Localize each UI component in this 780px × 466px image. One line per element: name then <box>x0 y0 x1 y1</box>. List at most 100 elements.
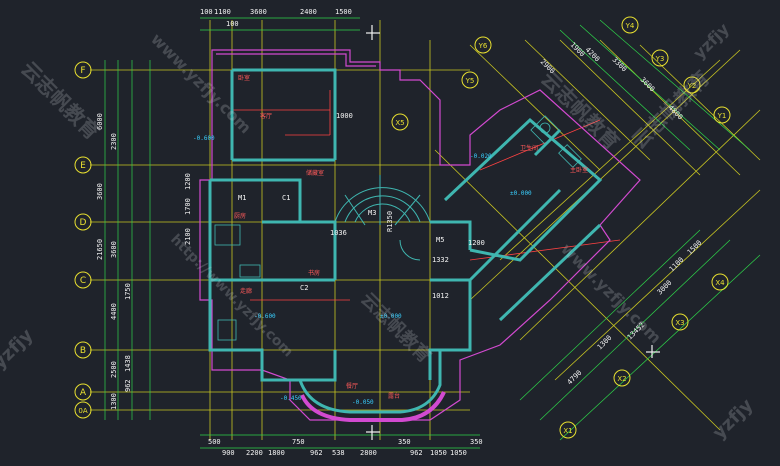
svg-text:www.yzfjy.com: www.yzfjy.com <box>147 29 255 137</box>
svg-text:1100: 1100 <box>214 8 231 16</box>
svg-text:750: 750 <box>292 438 305 446</box>
svg-text:云志帆教育: 云志帆教育 <box>356 288 435 367</box>
svg-text:900: 900 <box>222 449 235 457</box>
svg-text:1000: 1000 <box>336 112 353 120</box>
svg-text:962: 962 <box>410 449 423 457</box>
svg-text:100: 100 <box>226 20 239 28</box>
svg-text:Y6: Y6 <box>478 42 488 50</box>
svg-text:1012: 1012 <box>432 292 449 300</box>
svg-text:3600: 3600 <box>110 241 118 258</box>
axis-bubble-X2: X2 <box>613 369 631 387</box>
svg-text:-0.050: -0.050 <box>352 399 374 406</box>
svg-text:2800: 2800 <box>360 449 377 457</box>
svg-text:1900: 1900 <box>569 41 587 59</box>
svg-text:yzfjy: yzfjy <box>0 325 38 374</box>
building-outline <box>199 49 641 421</box>
svg-text:Y1: Y1 <box>717 112 727 120</box>
svg-text:R1350: R1350 <box>386 211 394 232</box>
spiral-stair <box>334 175 431 261</box>
svg-text:±0.000: ±0.000 <box>380 313 402 320</box>
svg-text:21650: 21650 <box>96 239 104 260</box>
axis-bubble-A: A <box>74 383 92 401</box>
svg-text:卧室: 卧室 <box>238 74 250 82</box>
svg-text:1500: 1500 <box>686 239 704 257</box>
svg-text:1800: 1800 <box>268 449 285 457</box>
axis-bubble-F: F <box>74 61 92 79</box>
svg-text:6000: 6000 <box>96 113 104 130</box>
svg-text:-0.020: -0.020 <box>470 153 492 160</box>
svg-text:X2: X2 <box>617 375 626 383</box>
fixtures <box>214 115 582 341</box>
bay-window <box>300 391 446 422</box>
svg-text:1500: 1500 <box>335 8 352 16</box>
svg-text:露台: 露台 <box>388 392 400 400</box>
svg-text:1300: 1300 <box>110 393 118 410</box>
svg-text:962: 962 <box>124 379 132 392</box>
svg-text:1438: 1438 <box>124 355 132 372</box>
axis-bubble-X1: X1 <box>559 421 577 439</box>
section-marks <box>366 25 660 440</box>
svg-text:1750: 1750 <box>124 283 132 300</box>
svg-text:4790: 4790 <box>566 369 584 387</box>
walls <box>208 68 603 414</box>
svg-text:客厅: 客厅 <box>260 112 272 120</box>
axis-bubbles-right-top: Y6 Y5 Y4 Y3 Y2 Y1 <box>461 16 731 124</box>
svg-text:X3: X3 <box>675 319 684 327</box>
svg-text:M1: M1 <box>238 194 246 202</box>
svg-text:2200: 2200 <box>246 449 263 457</box>
axis-bubble-Y3: Y3 <box>651 49 669 67</box>
svg-text:1050: 1050 <box>450 449 467 457</box>
svg-text:储藏室: 储藏室 <box>306 169 324 177</box>
axis-bubble-C: C <box>74 271 92 289</box>
bottom-dimensions: 500 900 2200 1800 750 962 538 2800 350 9… <box>208 438 483 457</box>
svg-text:X5: X5 <box>395 119 404 127</box>
svg-text:1050: 1050 <box>430 449 447 457</box>
svg-text:±0.000: ±0.000 <box>510 190 532 197</box>
left-dimensions: 6000 3600 21650 2300 3600 4400 2500 1300… <box>96 113 192 410</box>
svg-text:走廊: 走廊 <box>240 287 252 295</box>
svg-text:Y3: Y3 <box>655 55 665 63</box>
svg-text:3600: 3600 <box>96 183 104 200</box>
svg-text:1200: 1200 <box>468 239 485 247</box>
level-marks: ±0.000 -0.050 -0.600 -0.600 ±0.000 -0.02… <box>193 135 532 406</box>
svg-text:主卧室: 主卧室 <box>570 166 588 174</box>
svg-text:3600: 3600 <box>250 8 267 16</box>
axis-bubble-X5: X5 <box>391 113 409 131</box>
svg-text:C: C <box>80 276 86 286</box>
svg-text:1036: 1036 <box>330 229 347 237</box>
svg-text:yzfjy: yzfjy <box>709 395 758 444</box>
axis-bubble-Y5: Y5 <box>461 71 479 89</box>
svg-text:1700: 1700 <box>184 198 192 215</box>
axis-bubble-B: B <box>74 341 92 359</box>
svg-text:-0.450: -0.450 <box>280 395 302 402</box>
top-dimensions: 100 1100 3600 2400 1500 100 <box>200 8 352 28</box>
axis-bubbles-left: F E D C B A 0A <box>74 61 92 419</box>
svg-text:yzfjy: yzfjy <box>689 19 733 63</box>
svg-text:-0.600: -0.600 <box>254 313 276 320</box>
dimension-lines <box>104 17 761 449</box>
axis-bubble-Y2: Y2 <box>683 76 701 94</box>
svg-text:C2: C2 <box>300 284 308 292</box>
svg-text:350: 350 <box>398 438 411 446</box>
svg-text:X1: X1 <box>563 427 572 435</box>
svg-text:1332: 1332 <box>432 256 449 264</box>
svg-text:Y4: Y4 <box>625 22 635 30</box>
svg-text:B: B <box>80 346 86 356</box>
svg-text:3000: 3000 <box>656 279 674 297</box>
svg-text:A: A <box>80 388 87 398</box>
svg-text:350: 350 <box>470 438 483 446</box>
svg-text:D: D <box>80 218 87 228</box>
svg-text:538: 538 <box>332 449 345 457</box>
svg-text:1100: 1100 <box>668 256 686 274</box>
svg-text:2100: 2100 <box>184 228 192 245</box>
svg-text:Y5: Y5 <box>465 77 475 85</box>
svg-text:M5: M5 <box>436 236 444 244</box>
svg-text:4400: 4400 <box>110 303 118 320</box>
axis-bubble-D: D <box>74 213 92 231</box>
svg-text:3300: 3300 <box>611 56 629 74</box>
svg-text:962: 962 <box>310 449 323 457</box>
svg-text:F: F <box>80 66 85 76</box>
svg-text:-0.600: -0.600 <box>193 135 215 142</box>
